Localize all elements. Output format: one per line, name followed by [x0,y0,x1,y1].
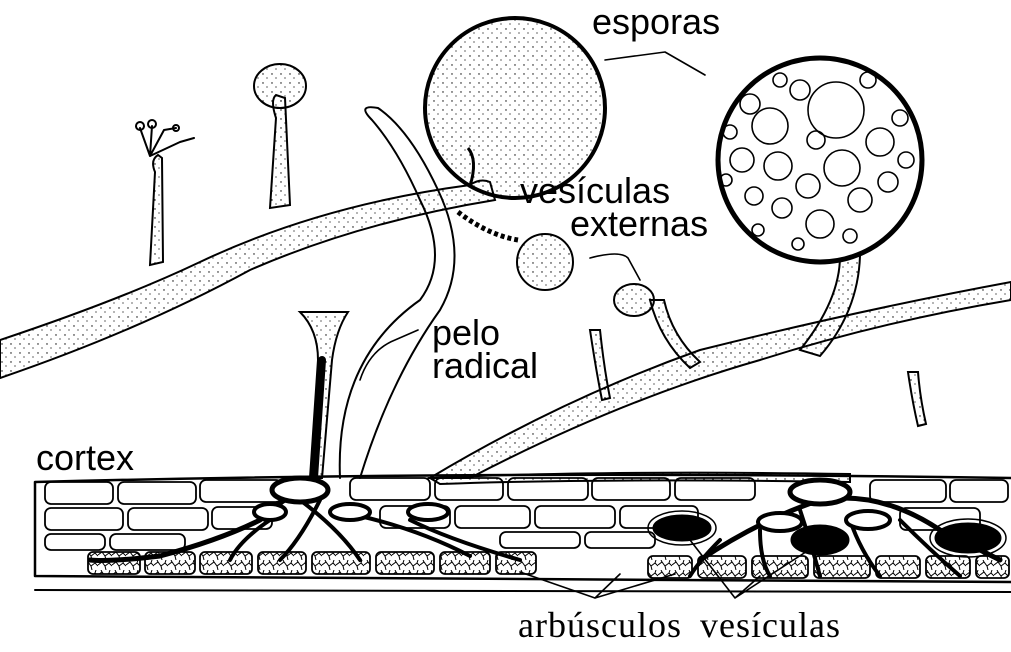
hypha-right-to-spore [800,256,860,356]
root-surface-line [35,590,1011,592]
label-esporas: esporas [592,1,720,42]
sporocarp-icon [136,120,194,156]
label-cortex: cortex [36,437,134,478]
hypha-branch-up-left [150,155,163,265]
label-vesiculas-externas-line2: externas [570,203,708,244]
cortex-tissue [35,475,1011,592]
hypha-branch-up-mid [270,95,290,208]
label-vesiculas: vesículas [700,605,841,645]
main-hypha-left [0,181,495,378]
internal-hyphae [90,360,1000,576]
spore-right [718,58,922,262]
label-pelo-radical-line2: radical [432,345,538,386]
hypha-far-right-drop [908,372,926,426]
hypha-right-branch-down [650,300,700,368]
label-arbusculos: arbúsculos [518,605,682,645]
hypha-left-vertical-mid [590,330,610,400]
internal-vesicles [648,511,1006,557]
root-hair [340,107,455,478]
